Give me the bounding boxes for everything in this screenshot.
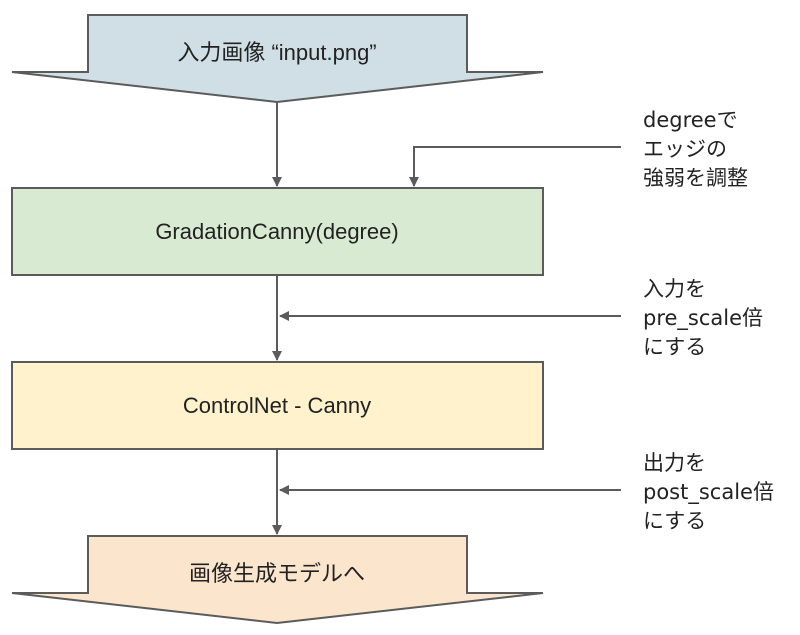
note-degree-line-1: degreeで: [643, 108, 738, 132]
gradation-canny-label: GradationCanny(degree): [155, 219, 398, 244]
note-degree-line-3: 強弱を調整: [643, 166, 748, 190]
note-post-scale-line-3: にする: [643, 509, 706, 533]
note-pre-scale: 入力を pre_scale倍 にする: [643, 277, 770, 359]
note-pre-scale-line-2: pre_scale倍: [643, 306, 763, 331]
controlnet-canny-label: ControlNet - Canny: [183, 393, 371, 418]
output-node: [11, 535, 544, 625]
note-post-scale: 出力を post_scale倍 にする: [643, 451, 781, 533]
note-degree-line-2: エッジの: [643, 137, 727, 161]
note-pre-scale-line-3: にする: [643, 335, 706, 359]
input-node: [11, 14, 544, 104]
note-pre-scale-line-1: 入力を: [643, 277, 706, 301]
input-node-label: 入力画像 “input.png”: [177, 40, 376, 65]
gradation-canny-node: [11, 187, 544, 276]
note-degree: degreeで エッジの 強弱を調整: [643, 108, 748, 190]
edge-degree-note: [409, 146, 621, 187]
note-post-scale-line-1: 出力を: [643, 451, 706, 475]
controlnet-canny-node: [11, 361, 544, 450]
note-post-scale-line-2: post_scale倍: [643, 480, 774, 505]
output-node-label: 画像生成モデルへ: [189, 561, 365, 586]
